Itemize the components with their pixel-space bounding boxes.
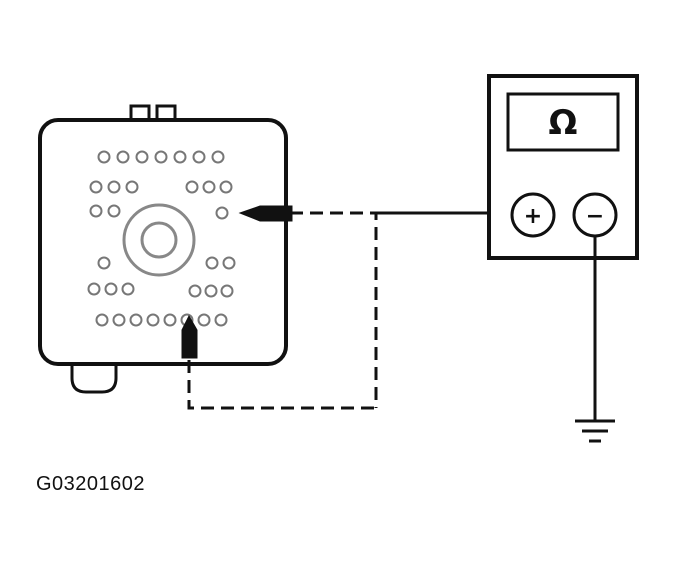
connector-pin (89, 204, 103, 218)
connector-pin (173, 150, 187, 164)
connector-pin (219, 180, 233, 194)
connector-pin (104, 282, 118, 296)
connector-pin (107, 204, 121, 218)
ohmmeter-display (506, 92, 620, 152)
connector-pin (222, 256, 236, 270)
probe-tip-lower (181, 314, 198, 359)
connector-pin (205, 256, 219, 270)
probe-tip-upper (238, 205, 293, 222)
connector-pin (192, 150, 206, 164)
connector-pin (87, 282, 101, 296)
connector-pin (215, 206, 229, 220)
connector-pin (107, 180, 121, 194)
connector-pin (163, 313, 177, 327)
connector-bottom-latch (70, 360, 118, 394)
ground-connection (575, 236, 615, 443)
connector-pin (97, 256, 111, 270)
connector-pins (87, 150, 236, 327)
connector-pin (197, 313, 211, 327)
positive-terminal (510, 192, 556, 238)
figure-id-label: G03201602 (36, 473, 146, 495)
connector-pin (188, 284, 202, 298)
dashed-lead-lower (187, 360, 376, 410)
connector-pin (116, 150, 130, 164)
negative-terminal-sign: − (586, 204, 604, 229)
connector-pin (220, 284, 234, 298)
dashed-lead-upper (290, 211, 378, 408)
connector-pin (97, 150, 111, 164)
connector-pin (154, 150, 168, 164)
connector-tab-left (129, 104, 151, 122)
module-connector (38, 104, 288, 394)
connector-pin (185, 180, 199, 194)
probe-tips (181, 205, 293, 359)
ohmmeter: Ω + − (487, 74, 639, 260)
connector-pin (204, 284, 218, 298)
connector-pin (146, 313, 160, 327)
connector-pin (214, 313, 228, 327)
positive-terminal-sign: + (524, 204, 542, 229)
connector-center-post-inner (140, 221, 178, 259)
connector-pin (129, 313, 143, 327)
connector-pin (125, 180, 139, 194)
connector-pin (95, 313, 109, 327)
connector-pin (202, 180, 216, 194)
connector-center-post-outer (122, 203, 196, 277)
connector-pin (135, 150, 149, 164)
connector-tab-right (155, 104, 177, 122)
ohmmeter-display-symbol: Ω (549, 103, 578, 143)
connector-pin (121, 282, 135, 296)
connector-pin (112, 313, 126, 327)
connector-pin (89, 180, 103, 194)
connector-pin (211, 150, 225, 164)
ground-icon (575, 419, 615, 443)
